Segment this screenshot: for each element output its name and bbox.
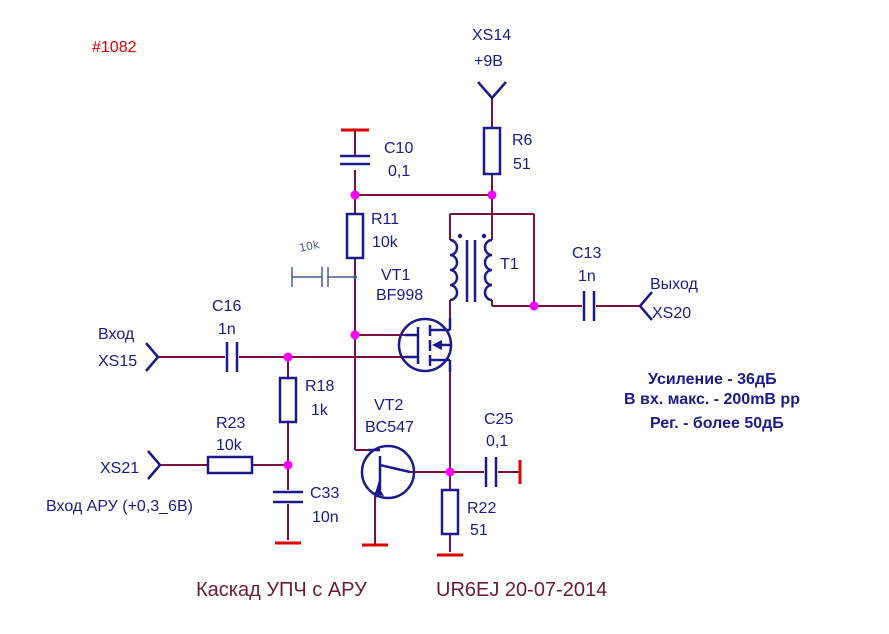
resistor-r6 (482, 126, 502, 176)
c10-name: C10 (384, 140, 413, 157)
xs14-voltage: +9В (474, 53, 503, 70)
spec-max-input: В вх. макс. - 200mB pp (624, 391, 800, 408)
transformer-t1 (449, 233, 493, 302)
capacitor-c10 (340, 130, 370, 166)
author-date: UR6EJ 20-07-2014 (436, 579, 607, 601)
polarity-dot (481, 233, 487, 239)
handwritten-note: 10k (298, 238, 321, 255)
c33-name: C33 (310, 485, 339, 502)
r22-name: R22 (467, 500, 496, 517)
junction-dot (283, 352, 293, 362)
c10-value: 0,1 (388, 163, 410, 180)
r23-value: 10k (216, 437, 243, 454)
junction-dot (350, 190, 360, 200)
junction-dot (445, 467, 455, 477)
spec-gain: Усиление - 36дБ (648, 371, 777, 388)
xs15-name: XS15 (98, 353, 137, 370)
c16-name: C16 (212, 298, 241, 315)
c13-value: 1n (578, 268, 596, 285)
resistor-r18 (278, 376, 298, 424)
resistor-r22 (440, 488, 460, 536)
resistor-r23 (206, 455, 254, 475)
resistor-r11 (345, 212, 365, 260)
c25-value: 0,1 (486, 433, 508, 450)
xs20-name: XS20 (652, 305, 691, 322)
vt2-type: BC547 (365, 419, 414, 436)
junction-dot (487, 190, 497, 200)
vt1-name: VT1 (381, 267, 410, 284)
xs21-name: XS21 (100, 460, 139, 477)
reference-number: #1082 (92, 39, 137, 56)
r18-value: 1k (311, 402, 329, 419)
capacitor-c16 (225, 342, 239, 372)
c13-name: C13 (572, 245, 601, 262)
junction-dot (350, 330, 360, 340)
capacitor-c13 (582, 291, 596, 321)
xs14-name: XS14 (472, 27, 511, 44)
transistor-vt1 (397, 317, 453, 373)
vt2-name: VT2 (374, 397, 403, 414)
r23-name: R23 (216, 415, 245, 432)
handwritten-annotation: 10k (291, 238, 357, 287)
capacitor-c25 (484, 457, 498, 487)
wires (158, 98, 640, 552)
connector-xs15 (145, 342, 160, 372)
input-label: Вход (98, 326, 135, 343)
r22-value: 51 (470, 522, 488, 539)
c33-value: 10n (312, 509, 339, 526)
output-label: Выход (650, 276, 699, 293)
spec-regulation: Рег. - более 50дБ (650, 415, 784, 432)
junction-dot (529, 301, 539, 311)
r6-name: R6 (512, 132, 533, 149)
junction-dot (283, 460, 293, 470)
capacitor-c33 (273, 490, 303, 504)
connector-xs21 (147, 450, 162, 480)
schematic-title: Каскад УПЧ с АРУ (196, 579, 367, 601)
c16-value: 1n (218, 321, 236, 338)
r6-value: 51 (513, 156, 531, 173)
junctions (283, 190, 539, 477)
connector-xs20 (638, 291, 653, 321)
c25-name: C25 (484, 411, 513, 428)
t1-name: T1 (500, 256, 519, 273)
r11-value: 10k (372, 234, 399, 251)
transistor-vt2 (360, 444, 416, 545)
agc-input-label: Вход АРУ (+0,3_6В) (46, 498, 193, 515)
vt1-type: BF998 (376, 287, 423, 304)
polarity-dot (457, 233, 463, 239)
r18-name: R18 (305, 378, 334, 395)
r11-name: R11 (371, 211, 399, 228)
connector-xs14 (477, 81, 507, 100)
